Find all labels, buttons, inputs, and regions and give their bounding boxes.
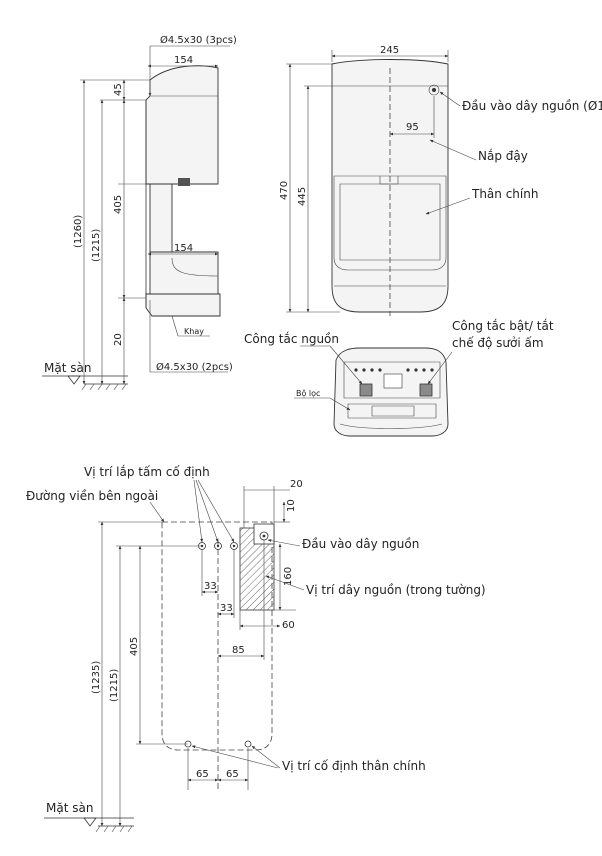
install-mount-plate-label: Vị trí lắp tấm cố định [84,465,210,479]
install-view: 20 10 160 60 33 33 85 (1235) (1215) 405 … [26,465,486,833]
install-dim-60: 60 [282,620,295,631]
top-heater-switch-label-2: chế độ sưởi ấm [452,336,544,350]
install-outer-outline [161,521,273,751]
install-dim-10: 10 [286,499,297,512]
install-dim-1215: (1215) [109,669,120,702]
side-dim-1260: (1260) [73,215,84,248]
install-dim-1235: (1235) [91,661,102,694]
front-dim-470: 470 [279,181,290,200]
side-dim-20: 20 [113,333,124,346]
front-dim-95: 95 [406,122,419,133]
top-view-display [383,373,403,389]
install-power-inlet-label: Đầu vào dây nguồn [302,537,419,551]
front-body-label: Thân chính [471,187,538,201]
install-dim-405: 405 [129,637,140,656]
side-dim-45: 45 [113,83,124,96]
top-filter [347,403,437,419]
front-power-inlet-label: Đầu vào dây nguồn (Ø18) [462,99,602,113]
install-dim-20: 20 [290,479,303,490]
top-filter-label: Bộ lọc [296,388,320,398]
front-view-basin [333,175,447,271]
top-power-switch-label: Công tắc nguồn [244,332,339,346]
install-wall-cable-label: Vị trí dây nguồn (trong tường) [306,583,486,597]
install-outer-edge-label: Đường viền bên ngoài [26,489,158,503]
install-floor-label: Mặt sàn [46,801,93,815]
install-dim-65b: 65 [226,769,239,780]
top-heater-switch-block [419,383,433,397]
install-dim-85: 85 [232,645,245,656]
side-view-back-panel [149,183,173,259]
front-width-245: 245 [380,45,399,56]
side-dim-1215: (1215) [91,229,102,262]
side-view: Ø4.5x30 (3pcs) 154 154 45 405 20 (1260) … [42,34,237,391]
side-width-top: 154 [174,55,193,66]
side-view-tray [145,293,221,317]
install-dim-160: 160 [283,567,294,586]
top-view: Công tắc nguồn Công tắc bật/ tắt chế độ … [244,319,554,437]
top-view-panel [343,361,441,399]
install-body-fix-label: Vị trí cố định thân chính [282,759,426,773]
side-dim-405: 405 [113,195,124,214]
side-tray-label: Khay [184,327,204,336]
side-view-upper-body [145,65,219,185]
side-view-nozzle [178,178,190,186]
side-floor-label: Mặt sàn [44,361,91,375]
top-heater-switch-label-1: Công tắc bật/ tắt [452,319,554,333]
side-screw-top-label: Ø4.5x30 (3pcs) [160,34,237,46]
front-cover-label: Nắp đậy [478,149,528,163]
top-power-switch-block [359,383,373,397]
front-view: 245 95 470 445 Đầu vào dây nguồn (Ø18) N… [279,45,602,316]
front-power-inlet-mark [428,84,440,96]
front-dim-445: 445 [297,187,308,206]
install-body-fix-right [244,740,252,748]
side-screw-bottom-label: Ø4.5x30 (2pcs) [156,361,233,373]
install-dim-33a: 33 [204,581,217,592]
install-dim-33b: 33 [220,603,233,614]
side-width-mid: 154 [174,243,193,254]
install-dim-65a: 65 [196,769,209,780]
